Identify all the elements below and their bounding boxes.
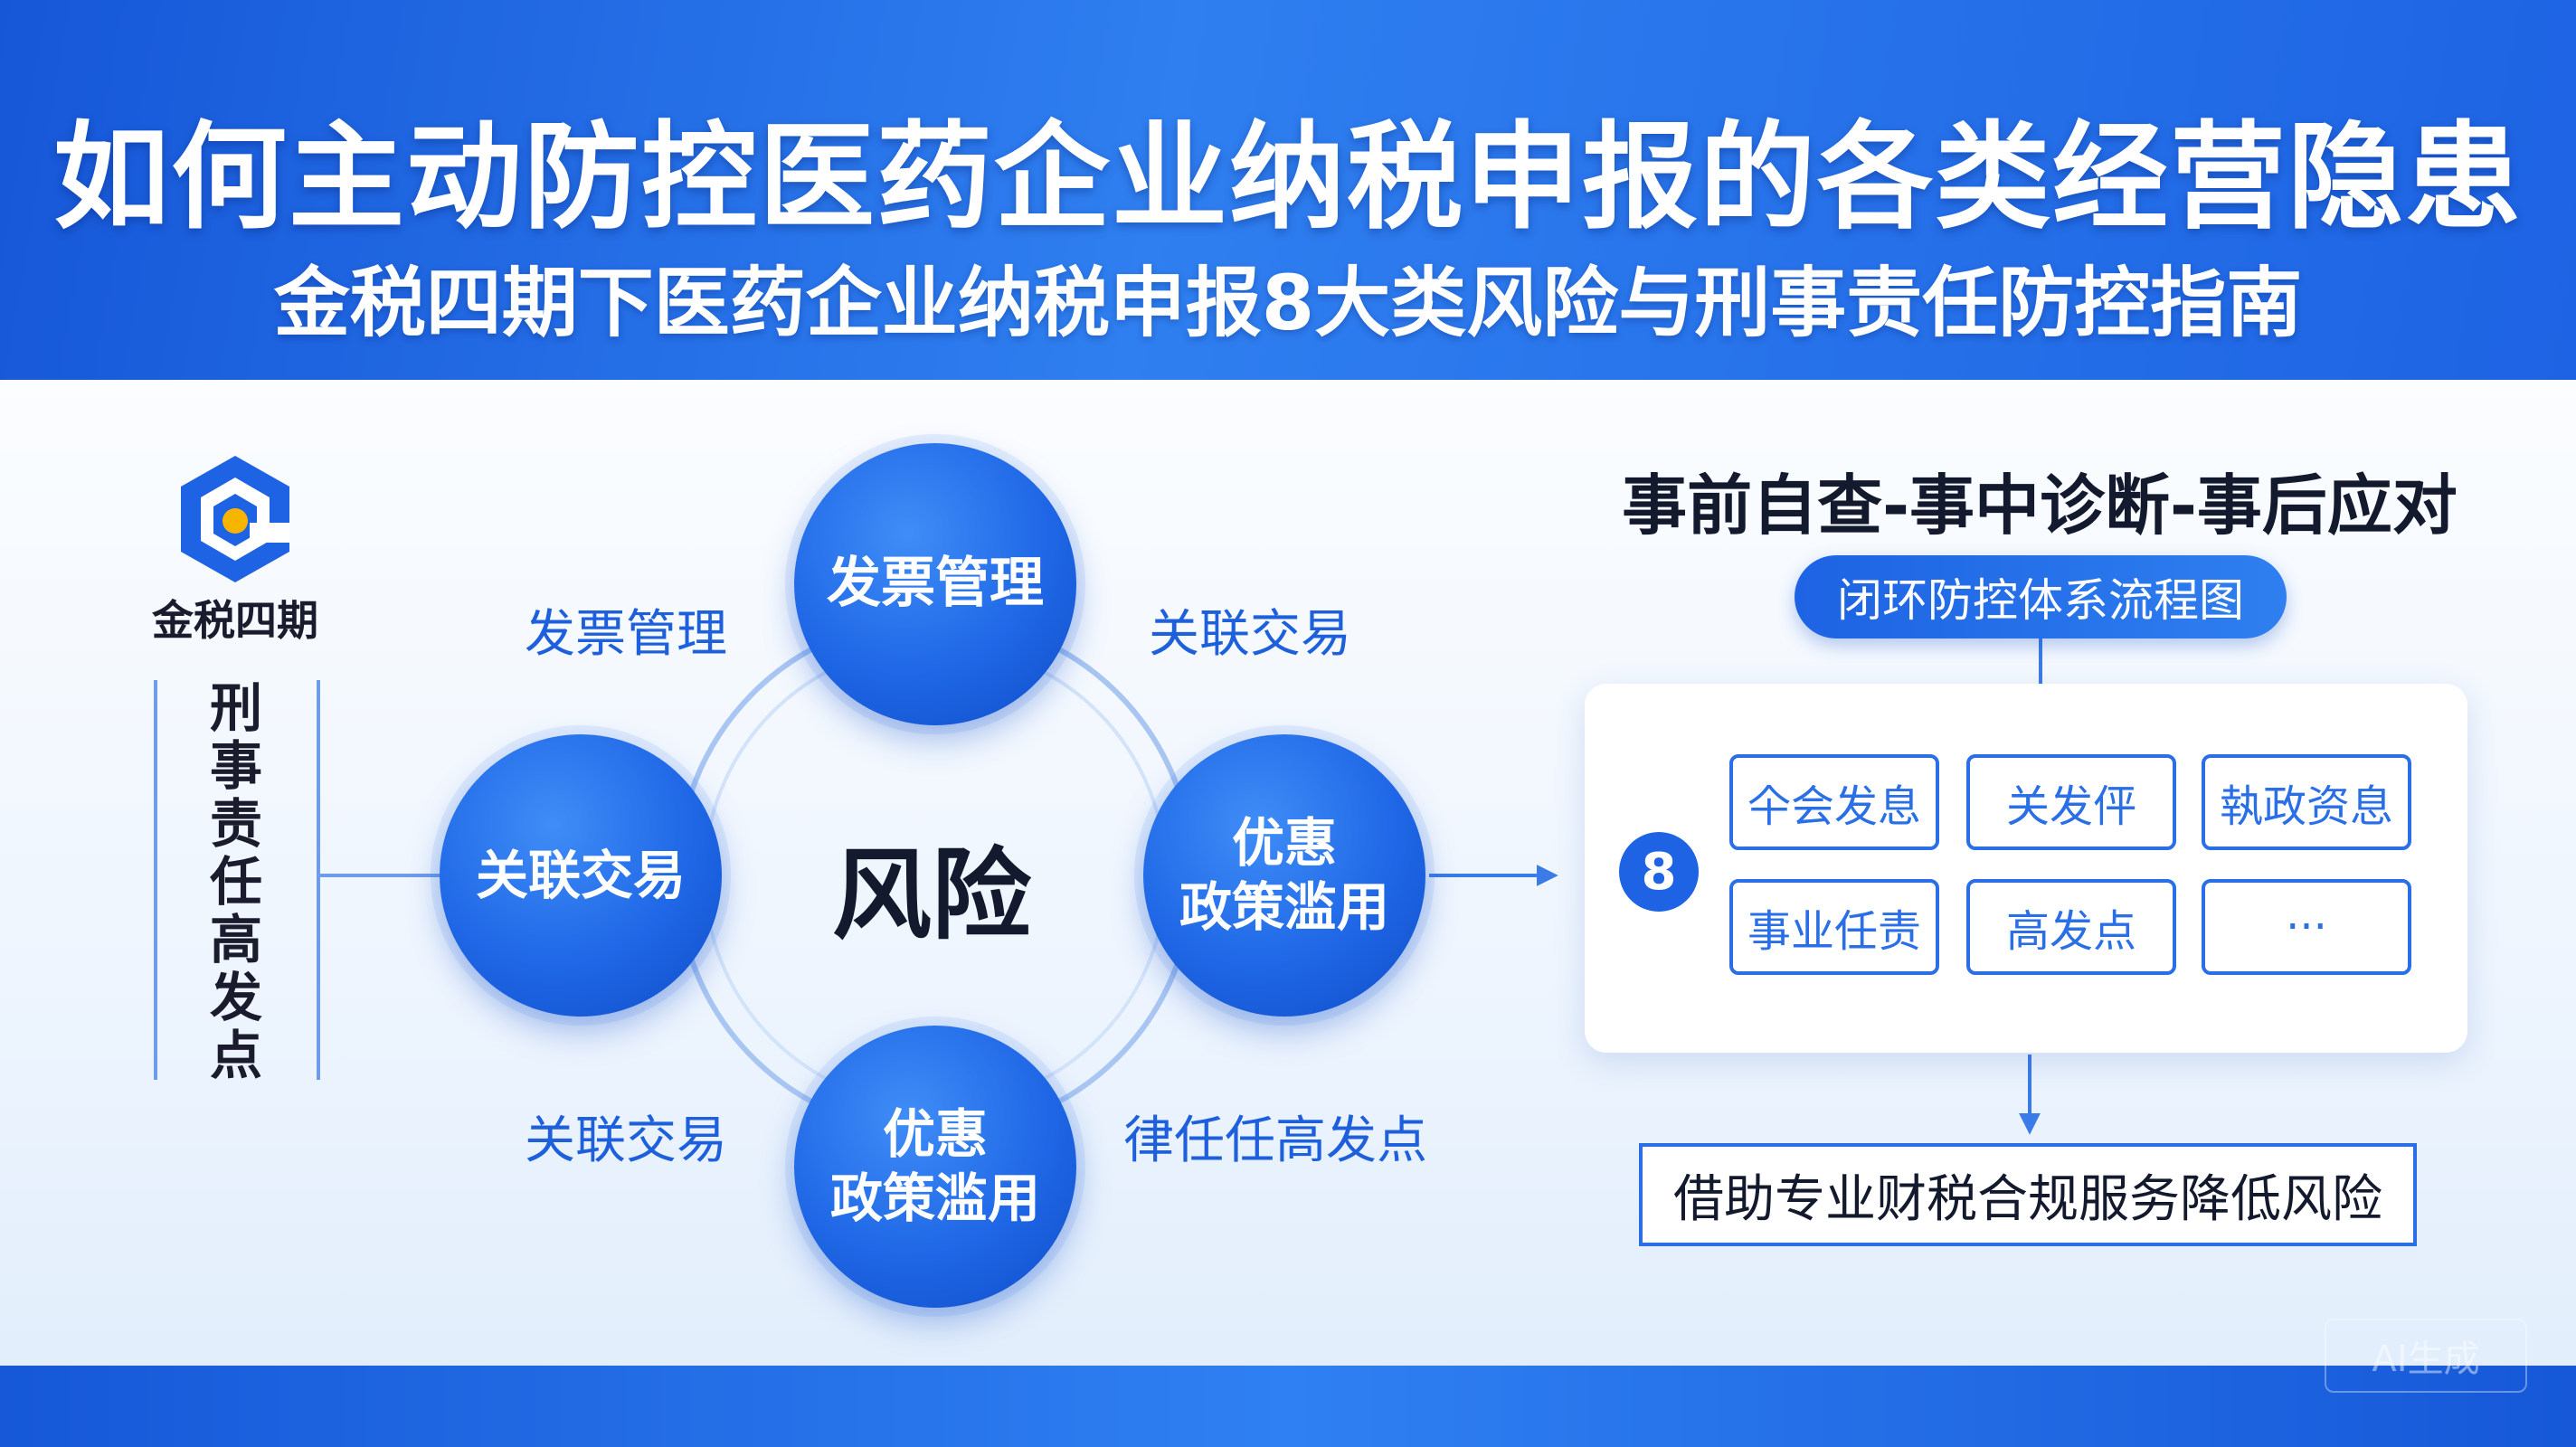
ai-generated-watermark: AI生成 [2325, 1319, 2527, 1393]
label-bottom-right: 律任任高发点 [1123, 1111, 1427, 1170]
vertical-risk-text: 刑事责任高发点 [201, 680, 262, 1085]
process-heading: 事前自查-事中诊断-事后应对 [1622, 468, 2458, 544]
label-top-right: 关联交易 [1149, 605, 1351, 664]
node-right-line1: 优惠 [1231, 812, 1337, 875]
grid-cell-r2c2: 高发点 [1966, 879, 2176, 975]
node-preferential-policy-right: 优惠 政策滥用 [1143, 734, 1425, 1017]
grid-cell-r2c3: ··· [2202, 879, 2411, 975]
node-bottom-line1: 优惠 [882, 1103, 988, 1166]
risk-center-label: 风险 [832, 837, 1031, 953]
node-invoice-management: 发票管理 [794, 443, 1076, 725]
node-right-line2: 政策滥用 [1179, 876, 1389, 938]
grid-cell-r1c3: 執政资息 [2202, 754, 2411, 850]
flowchart-pill: 闭环防控体系流程图 [1795, 555, 2287, 638]
page-subtitle: 金税四期下医药企业纳税申报8大类风险与刑事责任防控指南 [273, 259, 2303, 347]
header-banner: 如何主动防控医药企业纳税申报的各类经营隐患 金税四期下医药企业纳税申报8大类风险… [0, 0, 2576, 380]
grid-cell-r1c2: 关发伻 [1966, 754, 2176, 850]
compliance-service-box: 借助专业财税合规服务降低风险 [1639, 1143, 2417, 1246]
risk-category-card [1585, 684, 2467, 1053]
grid-cell-r2c1: 事业任责 [1729, 879, 1939, 975]
footer-band [0, 1366, 2576, 1447]
jinshui-logo-icon [181, 456, 289, 582]
label-top-left: 发票管理 [525, 605, 727, 664]
node-preferential-policy-bottom: 优惠 政策滥用 [794, 1026, 1076, 1308]
grid-cell-r1c1: 仐会发息 [1729, 754, 1939, 850]
node-bottom-line2: 政策滥用 [829, 1168, 1040, 1229]
node-invoice-label: 发票管理 [827, 552, 1044, 616]
node-related-label: 关联交易 [475, 844, 686, 906]
logo-text: 金税四期 [152, 596, 318, 645]
label-bottom-left: 关联交易 [525, 1111, 727, 1170]
count-badge: 8 [1619, 832, 1699, 912]
node-related-transaction: 关联交易 [440, 734, 722, 1017]
page-title: 如何主动防控医药企业纳税申报的各类经营隐患 [52, 110, 2523, 245]
